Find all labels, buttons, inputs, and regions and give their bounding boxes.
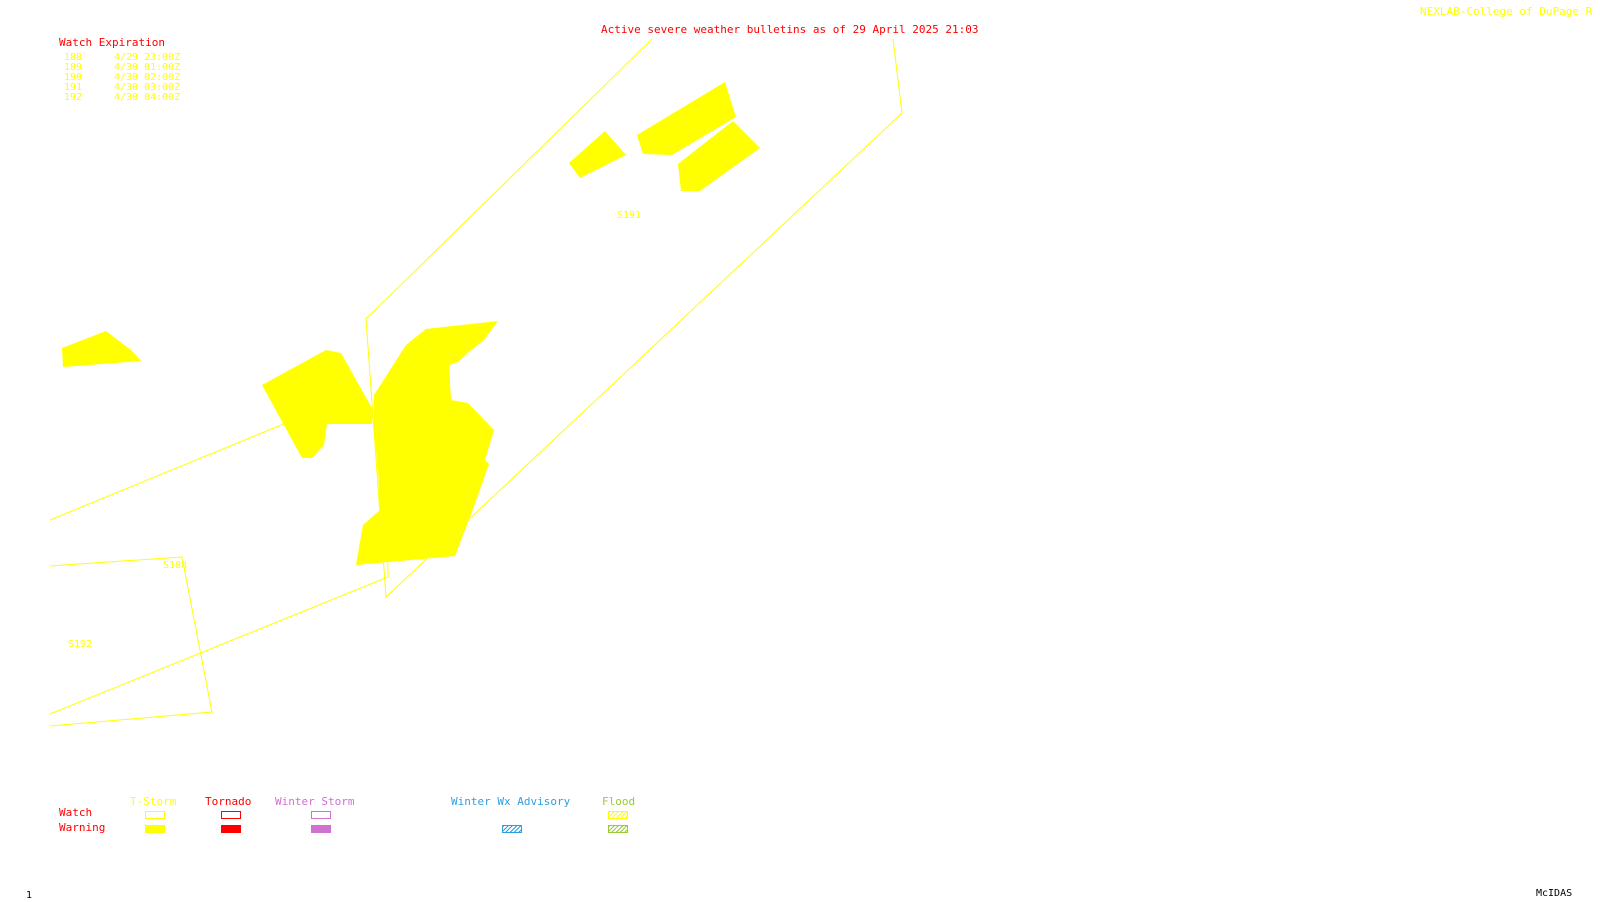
watch-expiration-row: 190 4/30 02:00Z [64, 73, 180, 83]
watch-outline-188 [49, 404, 389, 715]
winter-advisory-swatch [502, 825, 522, 833]
watch-expiry: 4/30 02:00Z [114, 72, 181, 83]
watch-expiration-row: 191 4/30 03:00Z [64, 83, 180, 93]
legend-col-winter-advisory: Winter Wx Advisory [451, 795, 571, 808]
watch-expiration-list: 188 4/29 23:00Z 189 4/30 01:00Z 190 4/30 02… [64, 53, 180, 103]
watch-expiry: 4/30 01:00Z [114, 62, 181, 73]
watch-outline-192 [49, 556, 213, 727]
watch-expiry: 4/29 23:00Z [114, 52, 181, 63]
legend-col-tstorm: T-Storm [130, 795, 177, 808]
tornado-warning-swatch [221, 825, 241, 833]
flood-watch-swatch [608, 811, 628, 819]
legend-col-winter-storm: Winter Storm [275, 795, 355, 808]
winter-storm-warning-swatch [311, 825, 331, 833]
warning-polygon [569, 131, 626, 178]
tstorm-warning-swatch [145, 825, 165, 833]
watch-label: S191 [617, 210, 642, 221]
watch-expiry: 4/30 04:00Z [114, 92, 181, 103]
watch-number: 188 [64, 52, 83, 63]
watch-label: S188 [163, 560, 188, 571]
legend-col-tornado: Tornado [205, 795, 252, 808]
winter-storm-watch-swatch [311, 811, 331, 819]
frame-number: 1 [26, 890, 33, 901]
legend-row-watch: Watch [59, 806, 93, 819]
software-label: McIDAS [1536, 888, 1573, 899]
watch-number: 191 [64, 82, 83, 93]
watch-expiration-row: 188 4/29 23:00Z [64, 53, 180, 63]
page-title: Active severe weather bulletins as of 29… [601, 23, 979, 36]
credit-text: NEXLAB-College of DuPage R [1420, 5, 1593, 18]
warning-polygon [356, 321, 498, 565]
watch-expiration-heading: Watch Expiration [59, 36, 165, 49]
watch-outline-191 [365, 38, 903, 599]
warning-polygon [637, 82, 736, 155]
warning-polygon [62, 331, 141, 367]
tstorm-watch-swatch [145, 811, 165, 819]
watch-expiration-row: 192 4/30 04:00Z [64, 93, 180, 103]
warning-polygon [678, 121, 760, 191]
legend-row-warning: Warning [59, 821, 106, 834]
watch-expiration-row: 189 4/30 01:00Z [64, 63, 180, 73]
watch-number: 190 [64, 72, 83, 83]
watch-expiry: 4/30 03:00Z [114, 82, 181, 93]
tornado-watch-swatch [221, 811, 241, 819]
warning-polygon [262, 350, 373, 458]
watch-number: 192 [64, 92, 83, 103]
watch-number: 189 [64, 62, 83, 73]
watch-label: S192 [68, 639, 93, 650]
legend-col-flood: Flood [602, 795, 636, 808]
flood-warning-swatch [608, 825, 628, 833]
